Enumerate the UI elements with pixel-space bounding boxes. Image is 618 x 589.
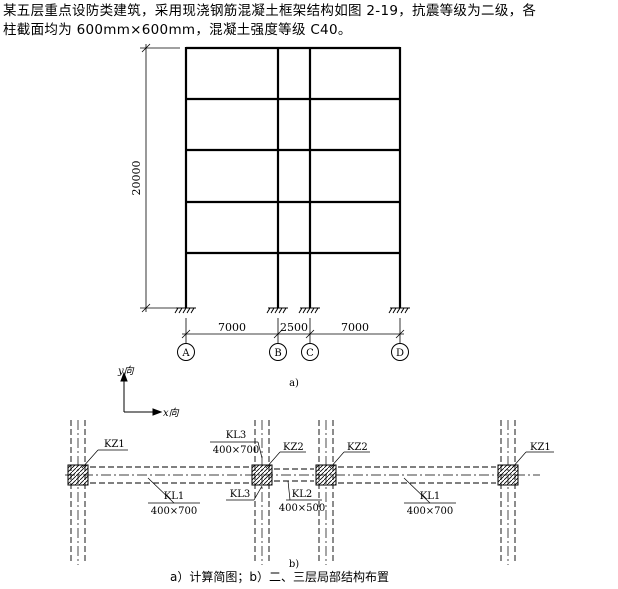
column-kz1-right — [497, 464, 519, 486]
column-kz2-right — [315, 464, 337, 486]
span-label-3: 7000 — [341, 321, 369, 334]
label-kz2-right: KZ2 — [347, 442, 368, 453]
label-kl1-right-name: KL1 — [420, 491, 440, 502]
height-dimension — [140, 43, 180, 313]
label-kl2-name: KL2 — [292, 489, 312, 500]
figure-a-label: a) — [289, 378, 299, 389]
question-text: 某五层重点设防类建筑，采用现浇钢筋混凝土框架结构如图 2-19，抗震等级为二级，… — [3, 2, 615, 40]
height-label: 20000 — [130, 161, 143, 196]
span-label-2: 2500 — [280, 321, 308, 334]
label-kl1-right-size: 400×700 — [407, 506, 454, 517]
figure-b-label: b) — [289, 559, 299, 570]
floor-beams — [186, 46, 400, 255]
label-kl3-lower: KL3 — [230, 489, 250, 500]
axis-label-d: D — [396, 348, 404, 359]
fixed-supports — [174, 307, 410, 314]
orientation-arrows — [120, 371, 163, 416]
axis-lines — [65, 420, 540, 565]
column-kz2-left — [251, 464, 273, 486]
axis-label-a: A — [181, 348, 190, 359]
y-beams — [70, 420, 516, 563]
question-line-1: 某五层重点设防类建筑，采用现浇钢筋混凝土框架结构如图 2-19，抗震等级为二级，… — [3, 3, 537, 19]
axis-label-b: B — [274, 348, 281, 359]
label-kz2-left: KZ2 — [283, 442, 304, 453]
axis-label-c: C — [306, 348, 314, 359]
span-label-1: 7000 — [218, 321, 246, 334]
question-line-2: 柱截面均为 600mm×600mm，混凝土强度等级 C40。 — [3, 22, 352, 38]
label-kz1-left: KZ1 — [104, 439, 125, 450]
figure-caption: a）计算简图；b）二、三层局部结构布置 — [170, 570, 389, 584]
axis-bubbles — [177, 343, 409, 361]
column-kz1-left — [67, 464, 89, 486]
leader-lines — [81, 441, 554, 504]
label-kz1-right: KZ1 — [530, 442, 551, 453]
label-kl2-size: 400×500 — [279, 503, 326, 514]
beam-layout — [65, 420, 554, 565]
span-dimension — [181, 318, 405, 343]
label-kl1-left-size: 400×700 — [151, 506, 198, 517]
label-kl1-left-name: KL1 — [164, 491, 184, 502]
y-direction-label: y向 — [117, 365, 135, 377]
frame-elevation — [140, 43, 410, 361]
columns — [67, 464, 519, 486]
label-kl3-name: KL3 — [226, 430, 246, 441]
label-kl3-size: 400×700 — [213, 445, 260, 456]
x-beams — [90, 466, 496, 484]
x-direction-label: x向 — [163, 407, 180, 419]
